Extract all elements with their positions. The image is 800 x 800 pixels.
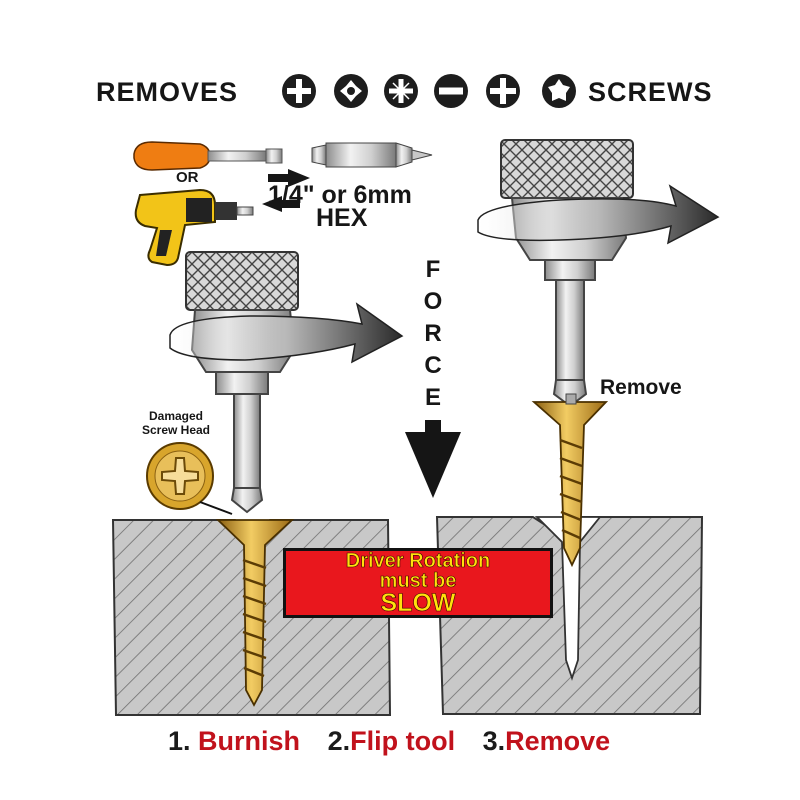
damaged-screw-head-icon	[146, 442, 214, 510]
warning-line2: must be	[379, 569, 457, 592]
warning-line3: SLOW	[380, 588, 456, 617]
remove-label: Remove	[600, 376, 682, 399]
torx-drive-icon	[334, 74, 368, 108]
star-drive-icon	[542, 74, 576, 108]
slotted-drive-icon	[434, 74, 468, 108]
rotation-arrow-right	[477, 184, 720, 245]
screw-right	[531, 393, 609, 568]
force-letter: F	[425, 256, 441, 283]
step-flip-tool: 2.Flip tool	[327, 726, 456, 756]
hex-size-label: 1/4" or 6mm	[268, 181, 412, 209]
insert-arrow-icon	[268, 169, 310, 187]
damaged-label-line1: Damaged	[148, 409, 204, 423]
steps-caption: 1. Burnish 2.Flip tool 3.Remove	[168, 726, 630, 757]
pointer-line	[199, 501, 233, 515]
force-arrow-icon	[405, 420, 461, 498]
damaged-label-line2: Screw Head	[141, 423, 211, 437]
drive-icons-row	[282, 74, 576, 108]
rotation-arrow-left	[169, 302, 404, 364]
driver-bit-illustration	[311, 142, 433, 168]
force-letter: C	[424, 352, 442, 379]
drill-arrow-icon	[262, 196, 300, 212]
extractor-tool-right	[500, 139, 634, 408]
header-screws-word: SCREWS	[588, 77, 713, 107]
force-letter: O	[423, 288, 443, 315]
or-label: OR	[176, 169, 199, 186]
screw-left	[215, 519, 295, 707]
force-letter: E	[424, 384, 441, 411]
warning-line1: Driver Rotation	[345, 549, 491, 572]
step-burnish: 1. Burnish	[168, 726, 301, 756]
slow-warning-box: Driver Rotation must be SLOW	[283, 548, 553, 618]
screwdriver-illustration	[133, 141, 283, 171]
drill-illustration	[134, 188, 254, 267]
step-remove: 3.Remove	[482, 726, 611, 756]
pozidriv-drive-icon	[384, 74, 418, 108]
header-removes-word: REMOVES	[96, 77, 239, 107]
force-letter: R	[424, 320, 442, 347]
hex-label: HEX	[316, 204, 368, 232]
phillips-drive-icon	[282, 74, 316, 108]
square-drive-icon	[486, 74, 520, 108]
